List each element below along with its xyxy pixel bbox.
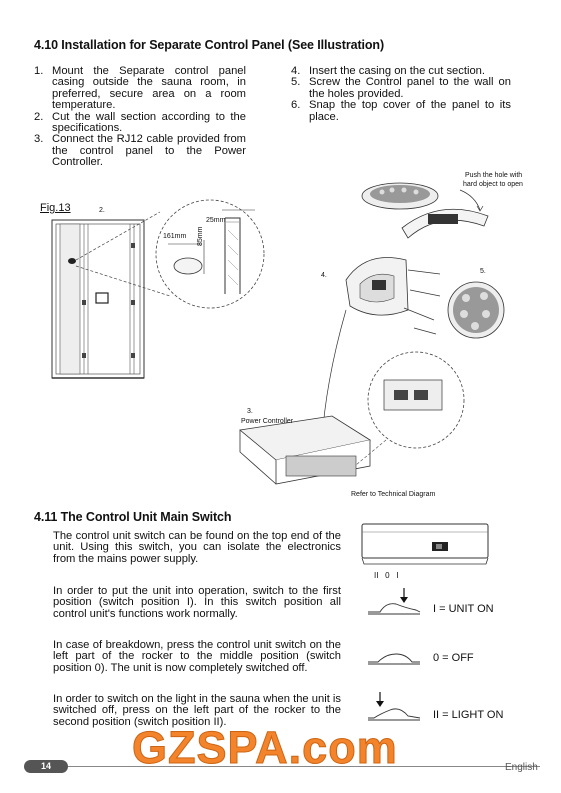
legend-unit-on: I = UNIT ON (433, 603, 494, 615)
list-item: 3.Connect the RJ12 cable provided from t… (34, 133, 246, 169)
footer-rule (60, 766, 540, 767)
power-controller-label: Power Controller (241, 418, 294, 425)
list-item: 2.Cut the wall section according to the … (34, 110, 246, 135)
dimension-85mm: 85mm (197, 226, 204, 246)
power-controller-illustration (239, 309, 465, 485)
rocker-light-on-icon (368, 692, 421, 721)
control-unit-illustration (361, 523, 489, 565)
step-5-label: 5. (480, 268, 486, 275)
legend-off: 0 = OFF (433, 652, 474, 664)
watermark-logo: GZSPA.com (132, 722, 398, 774)
list-item: 4.Insert the casing on the cut section. (291, 65, 485, 77)
section-title-4-10: 4.10 Installation for Separate Control P… (34, 38, 385, 52)
install-steps-right: 4.Insert the casing on the cut section. … (291, 65, 511, 123)
step-3-label: 3. (247, 408, 253, 415)
paragraph-light-on: In order to switch on the light in the s… (53, 693, 341, 728)
footer-language: English (505, 762, 538, 773)
legend-light-on: II = LIGHT ON (433, 709, 504, 721)
list-item: 1.Mount the Separate control panel casin… (34, 65, 246, 112)
figure-label: Fig.13 (40, 202, 71, 214)
switch-position-labels: II 0 I (374, 571, 399, 580)
list-item: 5.Screw the Control panel to the wall on… (291, 76, 511, 100)
step-2-label: 2. (99, 207, 105, 214)
panel-mounting-illustration (345, 257, 505, 339)
paragraph-unit-on: In order to put the unit into operation,… (53, 585, 341, 620)
dimension-161mm: 161mm (163, 233, 187, 240)
refer-note: Refer to Technical Diagram (351, 491, 436, 498)
page-number: 14 (24, 760, 68, 773)
rocker-off-icon (368, 653, 420, 665)
zoom-detail-callout (75, 199, 265, 309)
push-note-line-2: hard object to open (463, 181, 523, 188)
dimension-25mm: 25mm (206, 217, 226, 224)
install-steps-left: 1.Mount the Separate control panel casin… (34, 65, 246, 169)
push-note-line-1: Push the hole with (465, 172, 523, 179)
section-title-4-11: 4.11 The Control Unit Main Switch (34, 510, 232, 524)
paragraph-off: In case of breakdown, press the control … (53, 639, 341, 674)
list-item: 6.Snap the top cover of the panel to its… (291, 99, 511, 123)
rocker-unit-on-icon (368, 588, 421, 615)
step-4-label: 4. (321, 272, 327, 279)
paragraph-switch-location: The control unit switch can be found on … (53, 530, 341, 565)
control-panel-cover-illustration (361, 182, 489, 239)
sauna-cabinet-illustration (51, 219, 145, 379)
